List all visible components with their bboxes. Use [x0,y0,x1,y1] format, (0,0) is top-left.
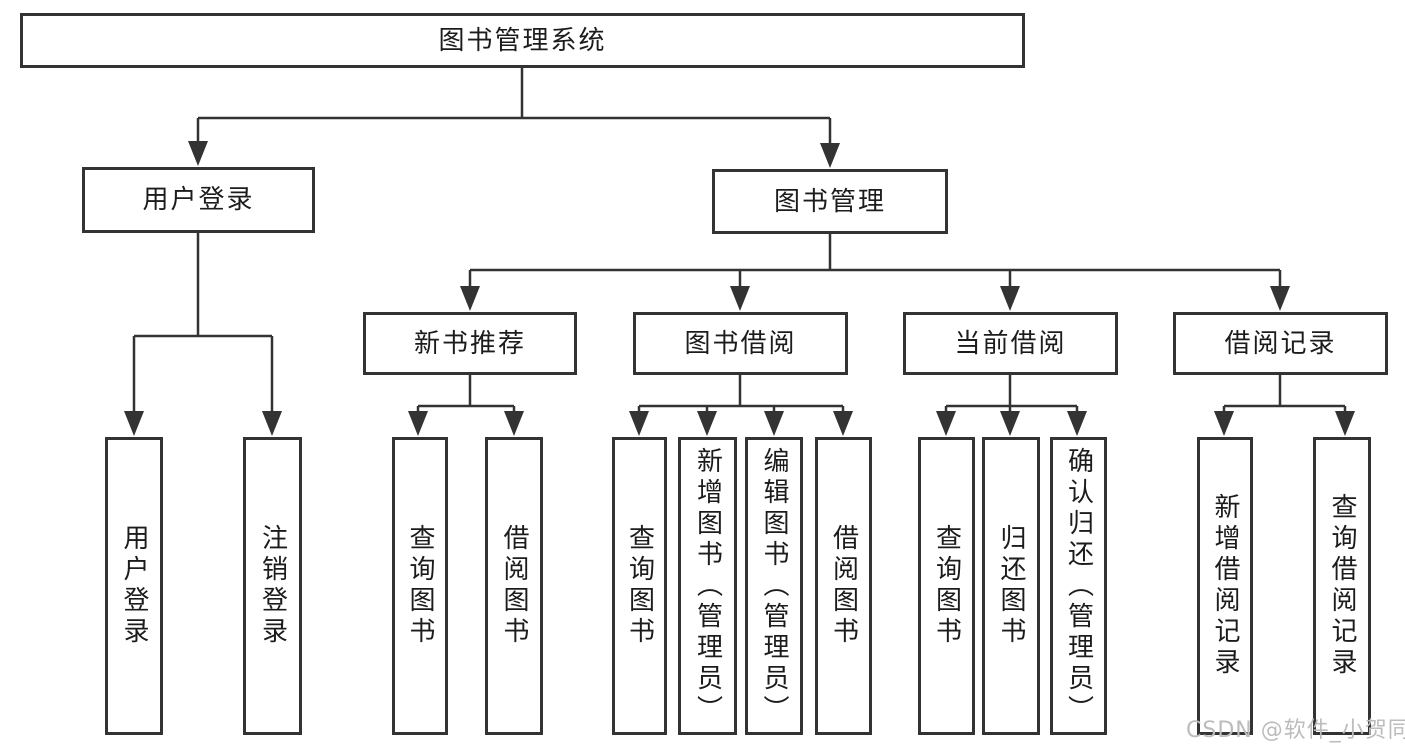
node-book-borrow-label: 图书借阅 [684,328,797,359]
leaf-query-books-borrow: 查询图书 [612,437,667,735]
arrowheads-new-book-children [408,411,524,436]
connector-user-login-children [132,233,274,414]
leaf-add-books-admin-label: 新增图书（管理员） [692,446,723,726]
node-current-borrow-label: 当前借阅 [954,328,1067,359]
leaf-logout-login-label: 注销登录 [257,524,288,648]
node-book-borrow: 图书借阅 [633,312,848,375]
node-current-borrow: 当前借阅 [903,312,1118,375]
leaf-add-borrow-record: 新增借阅记录 [1197,437,1253,735]
leaf-return-books-label: 归还图书 [996,524,1026,648]
arrowheads-level3 [460,286,1290,311]
arrowheads-borrow-record-children [1214,411,1355,436]
connector-borrow-record-children [1222,375,1347,414]
connector-book-borrow-children [637,375,845,414]
leaf-user-login-label: 用户登录 [119,524,149,648]
connector-new-book-children [416,375,516,414]
leaf-borrow-books-label: 借阅图书 [828,524,859,648]
leaf-query-borrow-record: 查询借阅记录 [1313,437,1371,735]
node-root-label: 图书管理系统 [438,25,607,56]
leaf-query-books-borrow-label: 查询图书 [624,524,655,648]
leaf-query-books-recommend-label: 查询图书 [405,524,435,648]
connector-book-management-children [468,234,1282,288]
leaf-query-books-current: 查询图书 [918,437,975,735]
node-book-management: 图书管理 [712,169,948,234]
leaf-borrow-books: 借阅图书 [815,437,872,735]
node-user-login: 用户登录 [82,167,315,233]
leaf-edit-books-admin: 编辑图书（管理员） [745,437,803,735]
leaf-query-books-recommend: 查询图书 [392,437,448,735]
node-new-book-recommend-label: 新书推荐 [413,328,526,359]
leaf-return-books: 归还图书 [982,437,1040,735]
arrowheads-level2 [188,141,840,168]
leaf-logout-login: 注销登录 [243,437,302,735]
leaf-borrow-books-recommend: 借阅图书 [485,437,543,735]
arrowheads-book-borrow-children [629,411,853,436]
leaf-add-borrow-record-label: 新增借阅记录 [1210,493,1240,679]
leaf-borrow-books-recommend-label: 借阅图书 [499,524,529,648]
csdn-watermark: CSDN @软件_小贺同学 [1186,718,1405,743]
node-root: 图书管理系统 [20,13,1025,68]
leaf-add-books-admin: 新增图书（管理员） [678,437,737,735]
leaf-query-borrow-record-label: 查询借阅记录 [1327,493,1357,679]
connector-current-borrow-children [944,375,1079,414]
leaf-confirm-return-admin: 确认归还（管理员） [1050,437,1107,735]
node-book-management-label: 图书管理 [773,186,886,217]
node-new-book-recommend: 新书推荐 [363,312,577,375]
node-borrow-records: 借阅记录 [1173,312,1388,375]
leaf-edit-books-admin-label: 编辑图书（管理员） [759,446,789,726]
node-borrow-records-label: 借阅记录 [1224,328,1337,359]
leaf-query-books-current-label: 查询图书 [931,524,962,648]
connector-root-to-level2 [196,68,832,146]
node-user-login-label: 用户登录 [142,185,255,215]
arrowheads-current-borrow-children [936,411,1087,436]
arrowheads-user-login-children [124,411,282,436]
leaf-confirm-return-admin-label: 确认归还（管理员） [1063,446,1094,726]
leaf-user-login: 用户登录 [105,437,163,735]
